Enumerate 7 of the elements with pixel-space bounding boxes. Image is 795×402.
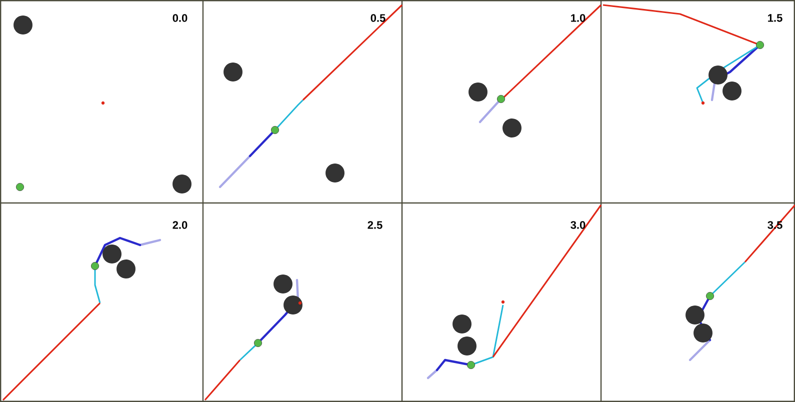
time-label: 1.5 xyxy=(768,14,782,22)
time-label: 1.0 xyxy=(571,14,586,22)
time-label: 2.5 xyxy=(368,221,382,229)
time-label: 0.0 xyxy=(172,14,188,22)
time-label: 2.0 xyxy=(172,221,188,229)
time-label: 3.0 xyxy=(570,221,586,229)
time-label: 0.5 xyxy=(370,14,386,22)
